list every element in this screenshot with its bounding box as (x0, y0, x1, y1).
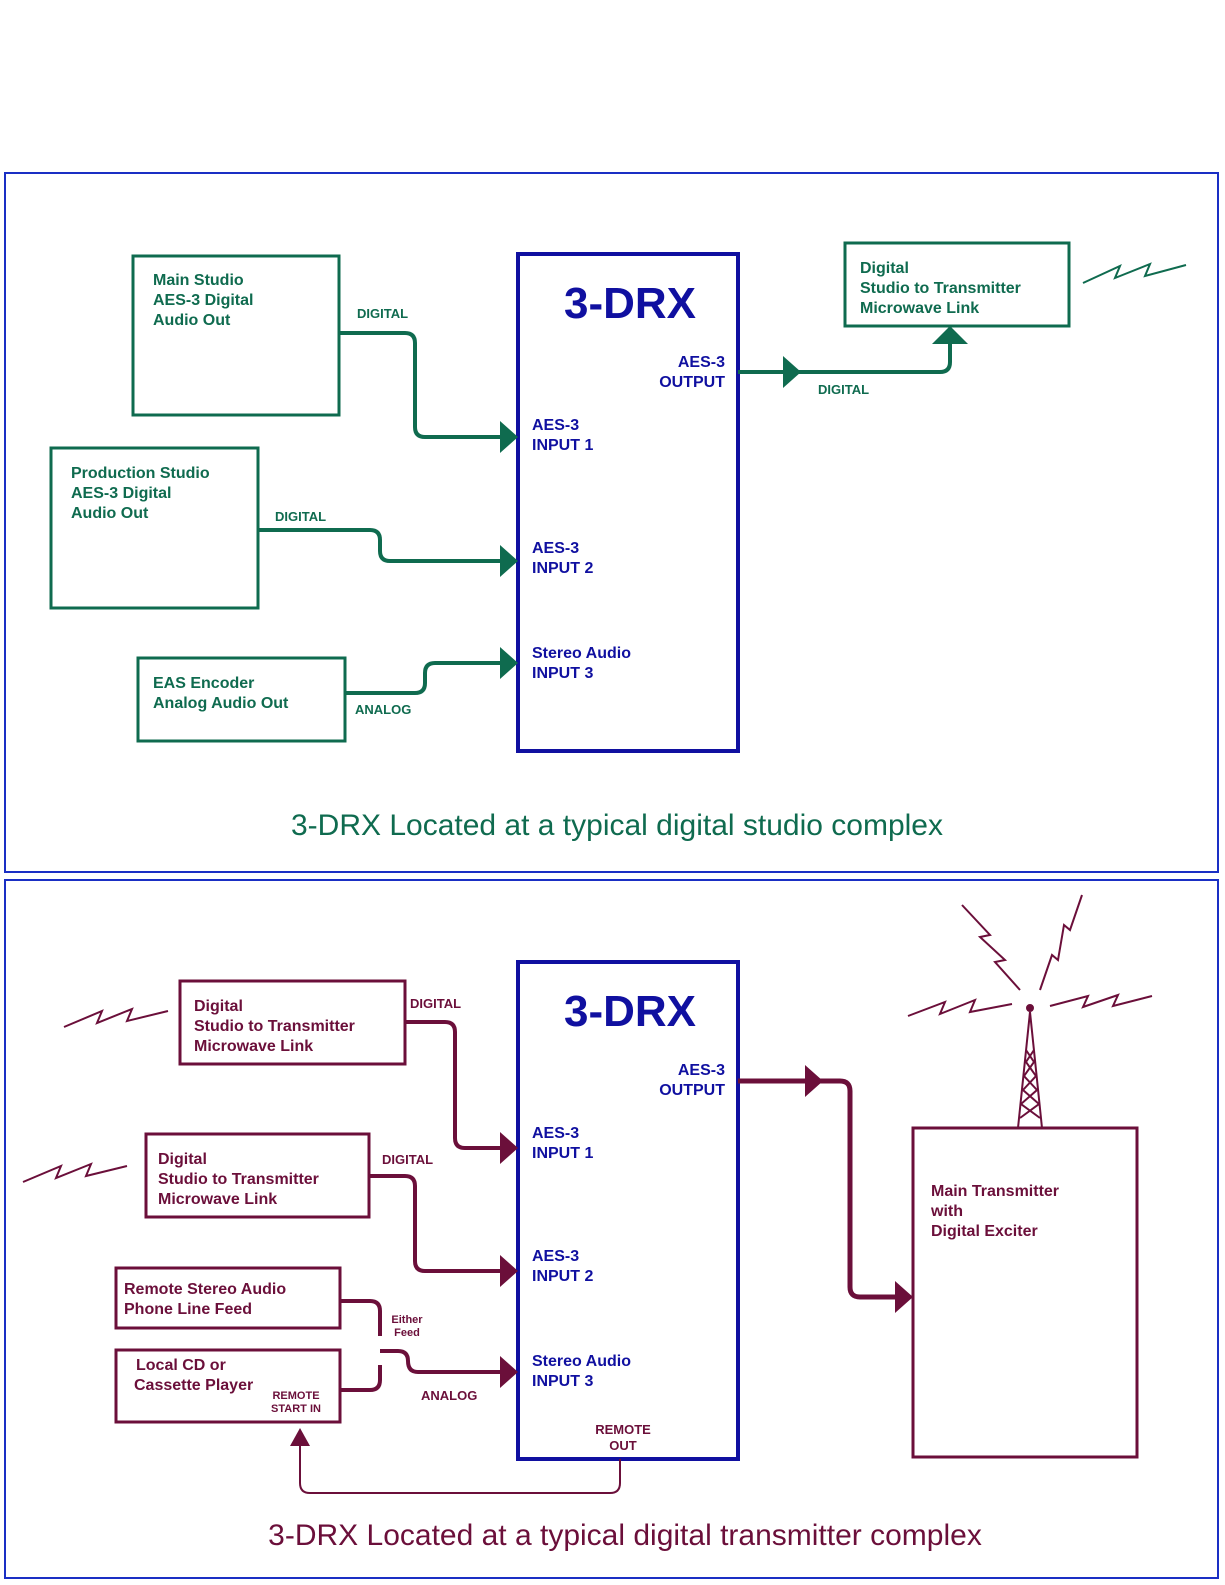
production-studio-line3: Audio Out (71, 505, 149, 522)
top-output-arrow-right (783, 356, 801, 388)
transmitter-line3: Digital Exciter (931, 1223, 1038, 1240)
transmitter-line2: with (930, 1203, 963, 1220)
local-cd-line2: Cassette Player (134, 1377, 253, 1394)
production-studio-arrow (500, 545, 518, 577)
remote-feed-line2: Phone Line Feed (124, 1301, 252, 1318)
main-studio-line2: AES-3 Digital (153, 292, 253, 309)
bottom-stl1-line1: Digital (194, 998, 243, 1015)
top-input1-line1: AES-3 (532, 417, 579, 434)
bottom-aes-output-line2: OUTPUT (659, 1082, 725, 1099)
bottom-input1-line1: AES-3 (532, 1125, 579, 1142)
remote-out-line1: REMOTE (595, 1422, 651, 1437)
remote-start-line2: START IN (271, 1403, 321, 1415)
eas-arrow (500, 647, 518, 679)
bottom-input1-line2: INPUT 1 (532, 1145, 593, 1162)
bottom-drx-box (516, 960, 740, 1461)
bottom-aes-output-line1: AES-3 (678, 1062, 725, 1079)
analog-connector (380, 1349, 500, 1374)
bottom-stl2-digital-label: DIGITAL (382, 1152, 433, 1167)
top-caption: 3-DRX Located at a typical digital studi… (291, 809, 943, 842)
top-output-digital-label: DIGITAL (818, 382, 869, 397)
top-stl-lightning-icon (1082, 262, 1187, 284)
main-studio-line1: Main Studio (153, 272, 244, 289)
top-input3-line1: Stereo Audio (532, 645, 631, 662)
analog-arrow (500, 1356, 518, 1388)
bottom-input2-line1: AES-3 (532, 1248, 579, 1265)
antenna-tower-icon (907, 894, 1153, 1129)
eas-encoder-line1: EAS Encoder (153, 675, 254, 692)
transmitter-line1: Main Transmitter (931, 1183, 1059, 1200)
top-input3-line2: INPUT 3 (532, 665, 593, 682)
production-studio-line1: Production Studio (71, 465, 210, 482)
either-feed-lower-connector (340, 1365, 382, 1392)
transmitter-input-arrow (895, 1281, 913, 1313)
bottom-stl2-arrow (500, 1255, 518, 1287)
bottom-caption: 3-DRX Located at a typical digital trans… (268, 1519, 982, 1552)
bottom-drx-title: 3-DRX (564, 987, 696, 1036)
either-feed-upper-connector (340, 1299, 382, 1336)
top-output-connector (738, 340, 952, 374)
either-feed-line1: Either (391, 1314, 423, 1326)
main-studio-line3: Audio Out (153, 312, 231, 329)
bottom-stl2-line3: Microwave Link (158, 1191, 277, 1208)
remote-start-line1: REMOTE (272, 1390, 319, 1402)
remote-loop-arrow (290, 1428, 310, 1446)
remote-loop-connector (299, 1445, 621, 1494)
remote-out-line2: OUT (609, 1438, 637, 1453)
top-stl-line1: Digital (860, 260, 909, 277)
bottom-stl1-line2: Studio to Transmitter (194, 1018, 355, 1035)
bottom-stl1-lightning-icon (63, 1007, 169, 1028)
either-feed-line2: Feed (394, 1327, 420, 1339)
bottom-stl1-connector (405, 1020, 500, 1150)
eas-analog-label: ANALOG (355, 702, 411, 717)
bottom-stl2-line1: Digital (158, 1151, 207, 1168)
eas-connector (345, 661, 500, 695)
eas-encoder-line2: Analog Audio Out (153, 695, 289, 712)
bottom-analog-label: ANALOG (421, 1388, 477, 1403)
bottom-output-arrow-right (805, 1065, 823, 1097)
top-input2-line1: AES-3 (532, 540, 579, 557)
eas-encoder-box (136, 656, 347, 743)
main-studio-arrow (500, 421, 518, 453)
bottom-panel-frame (4, 879, 1219, 1579)
main-transmitter-box (911, 1126, 1139, 1459)
local-cd-line1: Local CD or (136, 1357, 226, 1374)
remote-feed-box (114, 1266, 342, 1330)
top-input1-line2: INPUT 1 (532, 437, 593, 454)
bottom-stl2-lightning-icon (22, 1162, 128, 1183)
production-studio-connector (258, 528, 500, 563)
bottom-stl2-line2: Studio to Transmitter (158, 1171, 319, 1188)
production-studio-digital-label: DIGITAL (275, 509, 326, 524)
bottom-input3-line1: Stereo Audio (532, 1353, 631, 1370)
top-drx-title: 3-DRX (564, 279, 696, 328)
top-input2-line2: INPUT 2 (532, 560, 593, 577)
bottom-output-connector (738, 1078, 895, 1300)
main-studio-connector (339, 331, 500, 439)
main-studio-digital-label: DIGITAL (357, 306, 408, 321)
top-stl-line2: Studio to Transmitter (860, 280, 1021, 297)
main-studio-box (131, 254, 341, 417)
top-stl-line3: Microwave Link (860, 300, 979, 317)
bottom-stl2-connector (369, 1174, 500, 1273)
bottom-input2-line2: INPUT 2 (532, 1268, 593, 1285)
top-drx-box (516, 252, 740, 753)
top-panel-frame (4, 172, 1219, 873)
bottom-stl1-line3: Microwave Link (194, 1038, 313, 1055)
top-stl-box (843, 241, 1071, 328)
top-aes-output-line1: AES-3 (678, 354, 725, 371)
local-cd-box (114, 1348, 342, 1424)
top-output-arrow-up (932, 326, 968, 344)
bottom-input3-line2: INPUT 3 (532, 1373, 593, 1390)
production-studio-line2: AES-3 Digital (71, 485, 171, 502)
remote-feed-line1: Remote Stereo Audio (124, 1281, 286, 1298)
bottom-stl1-arrow (500, 1132, 518, 1164)
top-aes-output-line2: OUTPUT (659, 374, 725, 391)
bottom-stl1-digital-label: DIGITAL (410, 996, 461, 1011)
